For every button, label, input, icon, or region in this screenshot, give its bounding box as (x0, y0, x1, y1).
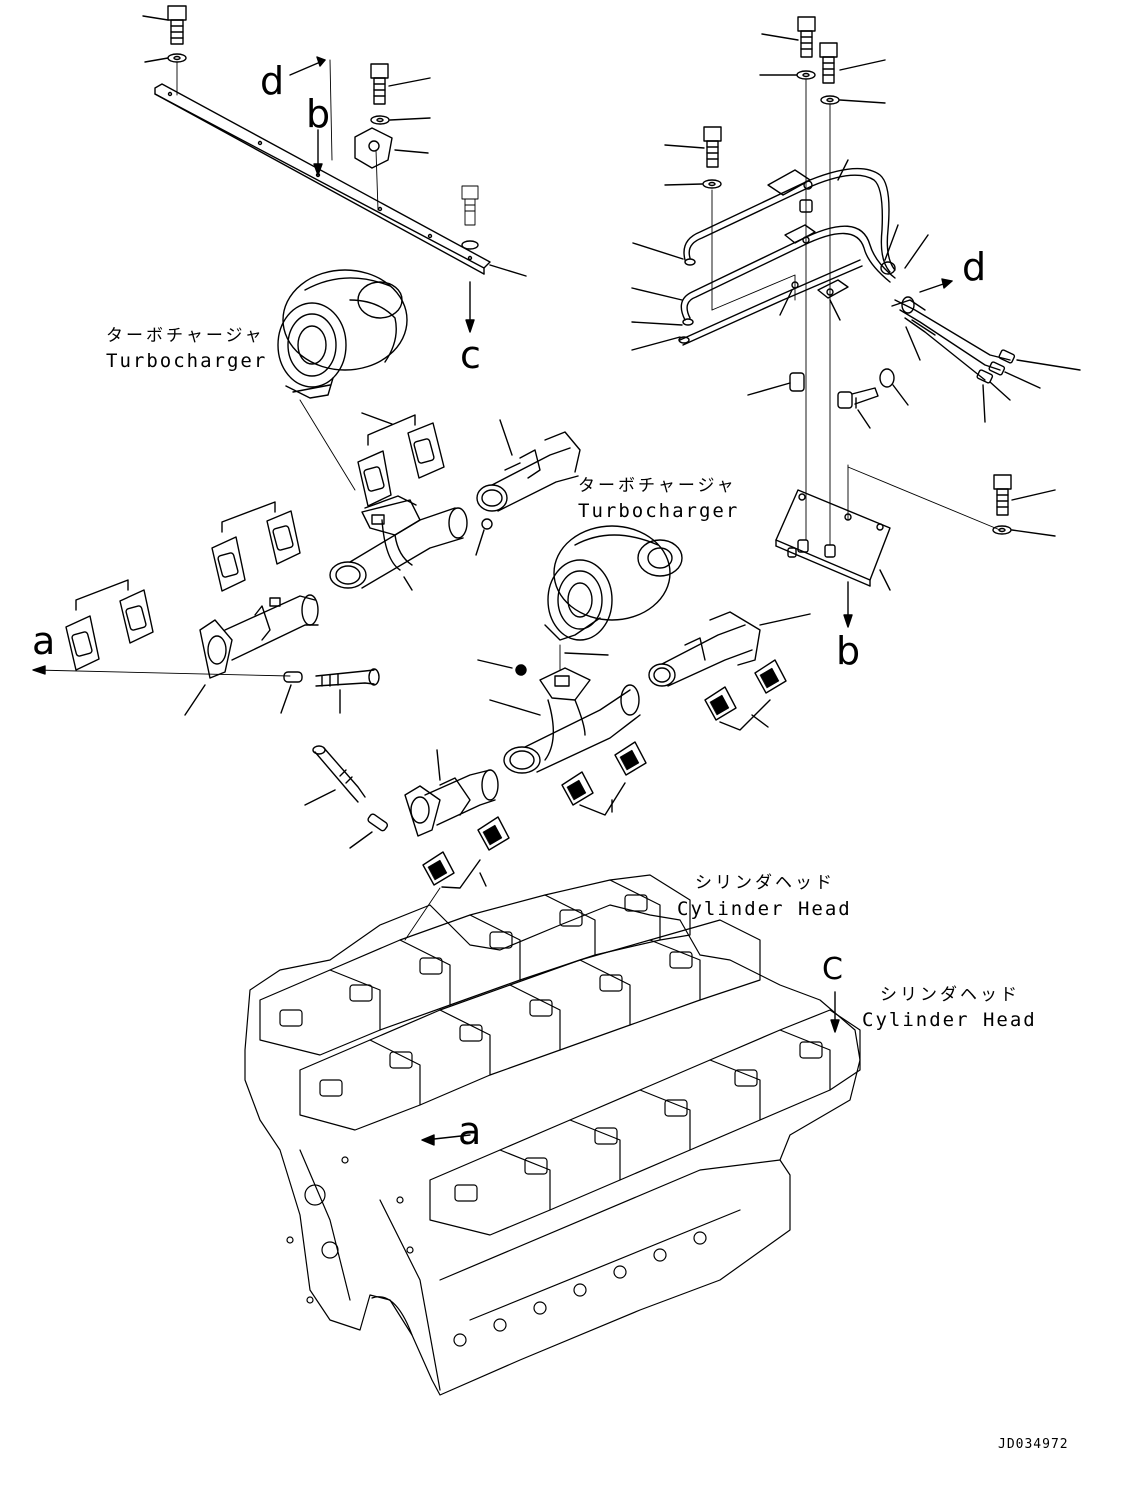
ref-a-lower: a (458, 1109, 482, 1153)
label-cylinder-head-center-jp: シリンダヘッド (695, 873, 835, 893)
label-turbocharger-top-jp: ターボチャージャ (106, 326, 265, 346)
mounting-bar (154, 83, 491, 269)
bracket-bar-assembly (142, 5, 527, 333)
label-turbocharger-top-en: Turbocharger (106, 350, 268, 372)
bolt-icon (797, 16, 816, 58)
ref-c-left: c (460, 333, 481, 377)
bolt-icon (819, 42, 838, 84)
label-cylinder-head-center-en: Cylinder Head (677, 898, 852, 920)
engine-block (244, 874, 861, 1396)
drawing-code: JD034972 (998, 1437, 1069, 1452)
ref-b-left: b (306, 92, 331, 136)
exhaust-manifold-lower (404, 741, 647, 941)
label-cylinder-head-right-jp: シリンダヘッド (880, 985, 1020, 1005)
ref-c-right: C (822, 952, 843, 987)
gasket-set-upper (65, 412, 445, 671)
ref-a-left: a (32, 619, 56, 663)
turbocharger-middle (544, 525, 683, 671)
label-turbocharger-middle-jp: ターボチャージャ (578, 476, 737, 496)
ref-d-left: d (260, 59, 285, 103)
bolt-icon (167, 5, 187, 45)
bolt-icon (370, 63, 389, 105)
label-turbocharger-middle-en: Turbocharger (578, 500, 740, 522)
turbocharger-top (277, 269, 408, 491)
pin-and-bolt-upper (280, 668, 380, 714)
label-cylinder-head-right-en: Cylinder Head (862, 1009, 1037, 1031)
bolt-icon (993, 474, 1012, 516)
exhaust-manifold-upper-right (476, 419, 581, 512)
ref-b-right: b (836, 629, 861, 673)
ref-d-right: d (962, 245, 987, 289)
sensor-mount-plate (775, 489, 891, 581)
exhaust-manifold-middle (477, 659, 641, 774)
sensor-harness-assembly (631, 16, 1081, 628)
exhaust-manifold-upper-center (329, 495, 493, 591)
bolt-icon (703, 126, 722, 168)
washer-icon (370, 115, 390, 125)
washer-icon (167, 53, 187, 63)
bolt-icon (461, 185, 479, 226)
exhaust-manifold-upper-left (32, 594, 319, 716)
bolt-and-pin-lower (304, 745, 389, 849)
exhaust-manifold-middle-right (648, 611, 811, 731)
